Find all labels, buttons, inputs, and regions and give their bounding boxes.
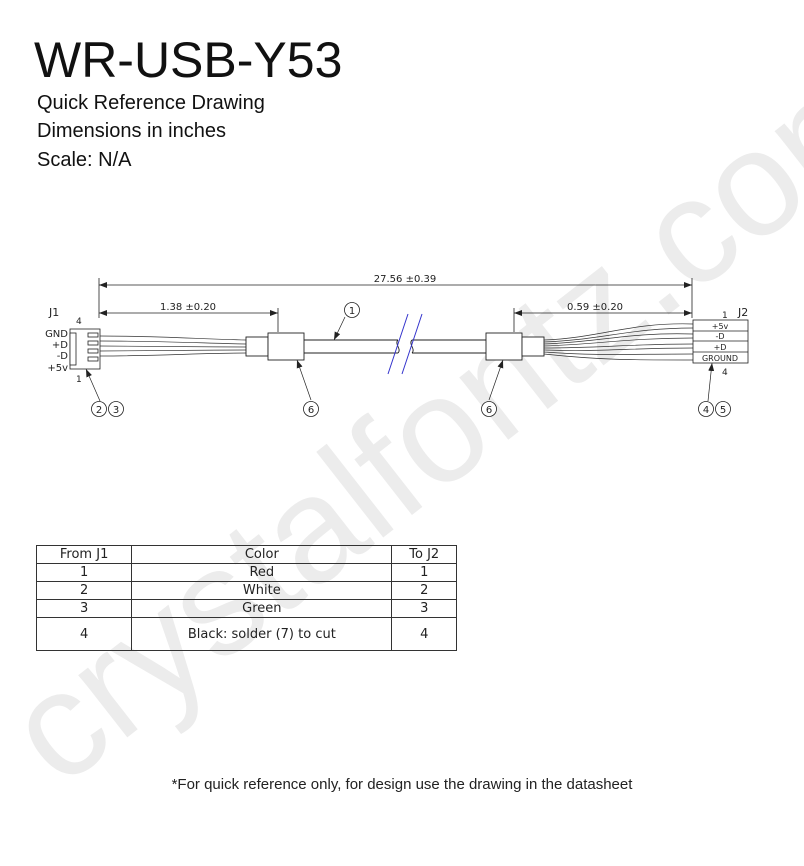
j2-connector [692, 319, 749, 364]
leader-j2 [707, 362, 715, 402]
footnote: *For quick reference only, for design us… [171, 776, 633, 793]
table-row: 3 Green 3 [35, 599, 457, 618]
header-color: Color [131, 545, 393, 564]
balloon-cable-label: 1 [349, 306, 355, 317]
j1-pin-gnd: GND [45, 329, 68, 340]
table-row: 1 Red 1 [35, 563, 457, 582]
dim-overall-label: 27.56 ±0.39 [374, 274, 436, 285]
balloon-j1-b [108, 401, 124, 417]
balloon-j2-a [698, 401, 714, 417]
header-to-j2: To J2 [391, 545, 457, 564]
subtitle-drawing-type: Quick Reference Drawing [37, 92, 265, 114]
balloon-j1-b-label: 3 [113, 405, 119, 416]
balloon-j1-a [91, 401, 107, 417]
balloon-j2-b [715, 401, 731, 417]
j2-pin-ground: GROUND [702, 354, 738, 363]
balloon-sleeve-right [481, 401, 497, 417]
cell-color: Red [131, 563, 393, 582]
balloon-j1-a-label: 2 [96, 405, 102, 416]
cell-from-j1: 3 [35, 599, 133, 618]
j2-pin-5v: +5v [712, 322, 729, 331]
cell-color: White [131, 581, 393, 600]
subtitle-units: Dimensions in inches [37, 120, 226, 142]
j2-pin-bottom: 4 [722, 368, 728, 378]
cell-color: Green [131, 599, 393, 618]
j2-pin-minus-d: -D [715, 332, 724, 341]
j1-pin-top: 4 [76, 317, 82, 327]
j1-pin-5v: +5v [47, 363, 68, 374]
leader-sleeve-right [488, 359, 504, 401]
cell-color: Black: solder (7) to cut [131, 617, 393, 651]
j2-label: J2 [737, 306, 748, 319]
dim-left-label: 1.38 ±0.20 [160, 302, 216, 313]
leader-sleeve-left [296, 359, 312, 401]
main-cable [304, 339, 486, 354]
balloon-j2-a-label: 4 [703, 405, 709, 416]
leader-cable [333, 316, 346, 341]
table-row: 2 White 2 [35, 581, 457, 600]
right-sleeve [485, 332, 545, 361]
header-from-j1: From J1 [35, 545, 133, 564]
j2-wires [543, 323, 694, 361]
balloon-sleeve-right-label: 6 [486, 405, 492, 416]
wiring-table: From J1 Color To J2 1 Red 1 2 White 2 3 … [35, 545, 457, 651]
j1-pin-minus-d: -D [57, 351, 69, 362]
cell-to-j2: 2 [391, 581, 457, 600]
j1-pin-plus-d: +D [52, 340, 68, 351]
cell-to-j2: 4 [391, 617, 457, 651]
cell-from-j1: 4 [35, 617, 133, 651]
balloon-j2-b-label: 5 [720, 405, 726, 416]
cell-from-j1: 2 [35, 581, 133, 600]
j1-pin-bottom: 1 [76, 375, 82, 385]
table-header-row: From J1 Color To J2 [35, 545, 457, 564]
subtitle-scale: Scale: N/A [37, 149, 132, 171]
balloon-sleeve-left-label: 6 [308, 405, 314, 416]
cable-break-mark [387, 313, 423, 375]
dim-right-label: 0.59 ±0.20 [567, 302, 623, 313]
left-sleeve [245, 332, 305, 361]
j1-wires [99, 335, 247, 357]
j2-pin-top: 1 [722, 311, 728, 321]
table-row: 4 Black: solder (7) to cut 4 [35, 617, 457, 651]
j1-connector [69, 328, 101, 370]
j1-label: J1 [48, 306, 59, 319]
leader-j1 [85, 368, 101, 402]
cell-from-j1: 1 [35, 563, 133, 582]
balloon-sleeve-left [303, 401, 319, 417]
j2-pin-plus-d: +D [714, 343, 727, 352]
balloon-cable [344, 302, 360, 318]
page-title: WR-USB-Y53 [34, 32, 343, 88]
cell-to-j2: 3 [391, 599, 457, 618]
cell-to-j2: 1 [391, 563, 457, 582]
